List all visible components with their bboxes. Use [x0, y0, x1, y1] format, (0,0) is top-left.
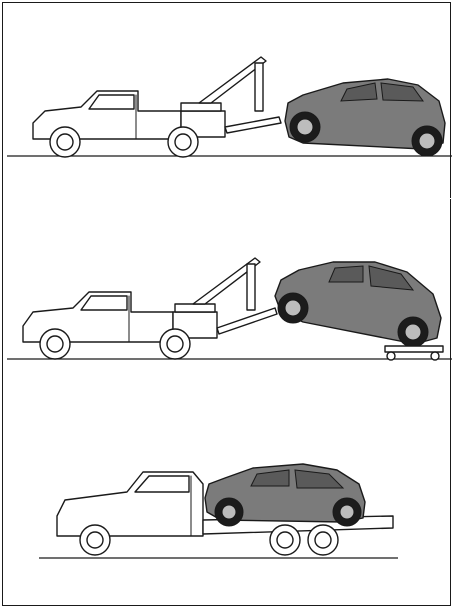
flatbed-tow-illustration: [3, 388, 452, 607]
towed-vehicle: [205, 464, 365, 526]
tow-truck-front-wheel-hub: [57, 134, 73, 150]
tow-truck: [23, 258, 277, 359]
flatbed-truck-front-wheel-hub: [87, 532, 103, 548]
panel-divider: [3, 198, 452, 199]
tow-truck-boom-post: [255, 63, 263, 111]
tow-truck: [33, 57, 281, 157]
tow-truck-boom-base: [175, 304, 215, 312]
tow-truck-rear-wheel-hub: [175, 134, 191, 150]
towed-vehicle-front-rim: [285, 300, 301, 316]
towed-vehicle-rear-rim: [405, 324, 421, 340]
wheel-lift-dollies-illustration: [3, 198, 452, 388]
panel-wheel-lift-tow: [3, 3, 452, 198]
tow-truck-boom-post: [247, 264, 255, 310]
towed-vehicle-front-rim: [297, 119, 313, 135]
tow-truck-rear-wheel-hub: [167, 336, 183, 352]
wheel-dolly-frame: [385, 346, 443, 352]
panel-flatbed-tow: [3, 388, 452, 607]
towed-vehicle: [275, 262, 441, 347]
towed-vehicle-front-rim: [222, 505, 236, 519]
towed-vehicle-rear-rim: [419, 133, 435, 149]
towed-vehicle-rear-rim: [340, 505, 354, 519]
panel-wheel-lift-tow-with-dollies: [3, 198, 452, 388]
tow-truck-boom-base: [181, 103, 221, 111]
wheel-lift-arm: [225, 117, 281, 133]
flatbed-truck-rear-wheel-1-hub: [277, 532, 293, 548]
tow-truck-front-wheel-hub: [47, 336, 63, 352]
towed-vehicle: [285, 79, 445, 156]
flatbed-truck-rear-wheel-2-hub: [315, 532, 331, 548]
wheel-lift-arm: [217, 308, 277, 334]
wheel-lift-tow-illustration: [3, 3, 452, 198]
wheel-dolly: [385, 346, 443, 360]
wheel-dolly-front-caster: [387, 352, 395, 360]
figure-frame: [2, 2, 451, 606]
wheel-dolly-rear-caster: [431, 352, 439, 360]
